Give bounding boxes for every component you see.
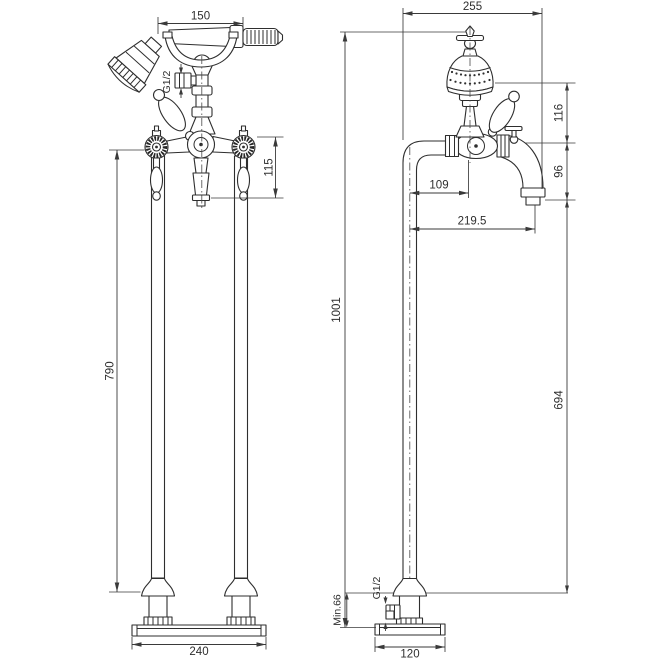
dim-base-width-front: 240 xyxy=(132,642,266,658)
side-view xyxy=(374,25,546,636)
dim-valve-to-spout: 115 xyxy=(264,137,278,198)
dim-overall-height: 1001 xyxy=(331,32,348,628)
dim-label-head-height: 116 xyxy=(554,104,566,122)
left-valve-arm xyxy=(166,135,190,154)
dim-label-overall-depth: 255 xyxy=(463,1,482,13)
dim-label-inlet-thread: G1/2 xyxy=(371,576,383,599)
valve-body-front xyxy=(186,130,216,159)
base-plate-front xyxy=(131,624,267,637)
dim-overall-depth: 255 xyxy=(403,1,542,16)
diverter-handle xyxy=(504,125,523,132)
shower-column-side xyxy=(455,91,485,138)
dim-label-base-width-side: 120 xyxy=(400,649,419,659)
right-supply-pipe xyxy=(233,155,249,579)
rose-perforations xyxy=(449,70,491,85)
dim-label-column-offset: 109 xyxy=(429,180,448,192)
dim-label-valve-to-spout: 115 xyxy=(264,158,276,176)
union-nut xyxy=(444,134,460,158)
spout-outlet-nozzle xyxy=(525,196,541,206)
front-view xyxy=(107,24,284,637)
dim-label-spout-reach: 219.5 xyxy=(458,216,487,228)
centerlines xyxy=(201,27,471,580)
dim-base-width-side: 120 xyxy=(375,644,445,659)
dim-label-outlet-to-flange: 694 xyxy=(554,390,566,410)
dim-column-offset: 109 xyxy=(409,180,469,196)
floor-flange-side xyxy=(392,577,428,627)
dim-min-clearance: Min.66 xyxy=(332,592,349,628)
dim-chain-right: 116 96 694 xyxy=(554,83,569,593)
dim-label-riser-height: 790 xyxy=(105,361,117,380)
dim-riser-height: 790 xyxy=(105,150,120,592)
hose-port xyxy=(174,72,197,89)
dim-label-overall-height: 1001 xyxy=(331,297,343,323)
dim-label-outlet-drop: 96 xyxy=(554,165,566,178)
inlet-elbow-fitting xyxy=(385,604,401,620)
left-floor-flange xyxy=(140,577,176,626)
left-valve-grip xyxy=(149,157,164,201)
spout-side xyxy=(500,134,546,206)
dim-label-min-clearance: Min.66 xyxy=(332,594,344,626)
dimension-annotations: 150 115 790 240 G1/2 255 1001 xyxy=(105,1,576,659)
diverter-lever-side xyxy=(487,90,520,137)
dim-label-handset-width: 150 xyxy=(191,11,210,23)
underlying-extension-lines xyxy=(340,8,576,594)
dim-inlet-thread: G1/2 xyxy=(371,576,388,631)
dim-spout-reach: 219.5 xyxy=(409,216,535,232)
tub-spout-front xyxy=(191,157,211,207)
base-plate-side xyxy=(374,623,446,636)
shower-hose xyxy=(242,27,284,47)
dim-label-base-width-front: 240 xyxy=(189,646,208,658)
spout-outlet-flange xyxy=(520,187,546,198)
right-valve-wheel xyxy=(231,125,256,160)
handset-head xyxy=(107,36,163,93)
dim-label-hose-thread: G1/2 xyxy=(161,70,173,93)
right-floor-flange xyxy=(223,577,259,626)
dim-hose-thread: G1/2 xyxy=(161,64,183,98)
left-valve-wheel xyxy=(144,125,169,160)
diverter-fitting xyxy=(496,125,523,158)
dim-handset-width: 150 xyxy=(158,11,243,26)
handset-cradle xyxy=(162,31,239,68)
left-supply-pipe xyxy=(150,155,166,579)
